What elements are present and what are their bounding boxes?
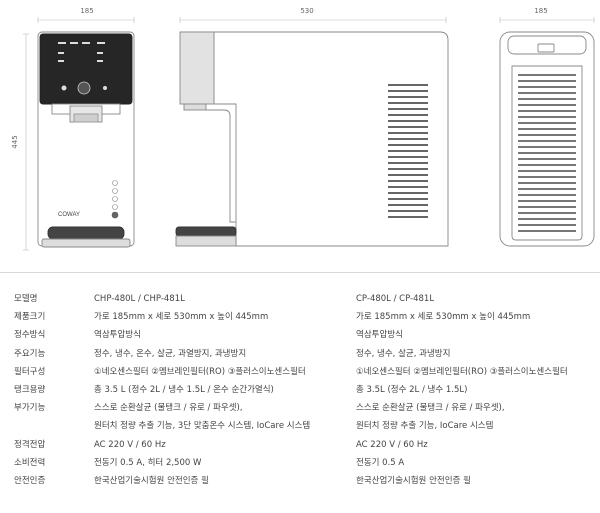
spec-value-line: 총 3.5 L (정수 2L / 냉수 1.5L / 온수 순간가열식): [94, 385, 274, 396]
spec-value-hot-model: AC 220 V / 60 Hz: [94, 436, 356, 454]
brand-logo: COWAY: [58, 212, 80, 218]
spec-value-line: 총 3.5L (정수 2L / 냉수 1.5L): [356, 385, 468, 396]
spec-value-hot-model: 정수, 냉수, 온수, 살균, 과열방지, 과냉방지: [94, 345, 356, 363]
spec-label: 필터구성: [14, 366, 46, 377]
back-width-label: 185: [534, 7, 548, 15]
spec-value-hot-model: 총 3.5 L (정수 2L / 냉수 1.5L / 온수 순간가열식): [94, 381, 356, 399]
spec-label: 탱크용량: [14, 385, 46, 396]
spec-value-line: 스스로 순환살균 (물탱크 / 유로 / 파우셋),: [94, 403, 243, 414]
front-width-label: 185: [80, 7, 94, 15]
spec-value-line: 원터치 정량 추출 기능, 3단 맞춤온수 시스템, IoCare 시스템: [94, 421, 311, 432]
spec-row: 소비전력 전동기 0.5 A, 히터 2,500 W 전동기 0.5 A: [0, 454, 600, 472]
spec-value-line: CP-480L / CP-481L: [356, 294, 435, 304]
spec-value-hot-model: 역삼투압방식: [94, 326, 356, 344]
spec-value-line: 스스로 순환살균 (물탱크 / 유로 / 파우셋),: [356, 403, 505, 414]
spec-label: 모델명: [14, 294, 38, 304]
spec-value-line: 역삼투압방식: [94, 330, 141, 341]
spec-label: 제품크기: [14, 312, 46, 323]
spec-value-line: 역삼투압방식: [356, 330, 403, 341]
spec-value-line: 원터치 정량 추출 기능, IoCare 시스템: [356, 421, 494, 432]
product-drawings: COWAY: [23, 17, 595, 251]
spec-row: 정격전압 AC 220 V / 60 Hz AC 220 V / 60 Hz: [0, 436, 600, 454]
spec-value-line: CHP-480L / CHP-481L: [94, 294, 185, 304]
spec-row: 제품크기 가로 185mm x 세로 530mm x 높이 445mm 가로 185…: [0, 308, 600, 326]
side-depth-label: 530: [300, 7, 314, 15]
spec-row: 부가기능 스스로 순환살균 (물탱크 / 유로 / 파우셋), 원터치 정량 추출 …: [0, 399, 600, 435]
spec-value-line: 가로 185mm x 세로 530mm x 높이 445mm: [94, 312, 269, 323]
front-view: [37, 31, 135, 248]
spec-value-cold-model: ①네오센스필터 ②멤브레인필터(RO) ③플러스이노센스필터: [356, 363, 600, 381]
spec-value-line: ①네오센스필터 ②멤브레인필터(RO) ③플러스이노센스필터: [94, 366, 306, 377]
spec-value-line: 정수, 냉수, 살균, 과냉방지: [356, 348, 451, 359]
spec-value-hot-model: 가로 185mm x 세로 530mm x 높이 445mm: [94, 308, 356, 326]
spec-value-line: 한국산업기술시험원 안전인증 필: [94, 476, 209, 487]
spec-row: 안전인증 한국산업기술시험원 안전인증 필 한국산업기술시험원 안전인증 필: [0, 472, 600, 490]
spec-value-hot-model: 스스로 순환살균 (물탱크 / 유로 / 파우셋), 원터치 정량 추출 기능, …: [94, 399, 356, 435]
spec-label: 소비전력: [14, 457, 46, 468]
spec-value-line: ①네오센스필터 ②멤브레인필터(RO) ③플러스이노센스필터: [356, 366, 568, 377]
spec-value-line: 전동기 0.5 A: [356, 457, 405, 468]
spec-row: 탱크용량 총 3.5 L (정수 2L / 냉수 1.5L / 온수 순간가열식)…: [0, 381, 600, 399]
spec-label: 정격전압: [14, 439, 46, 450]
spec-value-hot-model: 한국산업기술시험원 안전인증 필: [94, 472, 356, 490]
spec-value-cold-model: AC 220 V / 60 Hz: [356, 436, 600, 454]
spec-value-line: 정수, 냉수, 온수, 살균, 과열방지, 과냉방지: [94, 348, 247, 359]
spec-label: 주요기능: [14, 348, 46, 359]
spec-value-cold-model: 역삼투압방식: [356, 326, 600, 344]
spec-value-cold-model: 스스로 순환살균 (물탱크 / 유로 / 파우셋), 원터치 정량 추출 기능, …: [356, 399, 600, 435]
spec-row: 필터구성 ①네오센스필터 ②멤브레인필터(RO) ③플러스이노센스필터 ①네오센스필…: [0, 363, 600, 381]
section-divider: [0, 272, 600, 273]
spec-row: 주요기능 정수, 냉수, 온수, 살균, 과열방지, 과냉방지 정수, 냉수, 살균…: [0, 345, 600, 363]
spec-value-line: AC 220 V / 60 Hz: [94, 439, 166, 450]
spec-value-hot-model: 전동기 0.5 A, 히터 2,500 W: [94, 454, 356, 472]
side-view: [175, 31, 449, 247]
spec-value-cold-model: 가로 185mm x 세로 530mm x 높이 445mm: [356, 308, 600, 326]
spec-value-line: 한국산업기술시험원 안전인증 필: [356, 476, 471, 487]
spec-row: 모델명 CHP-480L / CHP-481L CP-480L / CP-481L: [0, 290, 600, 308]
spec-value-line: AC 220 V / 60 Hz: [356, 439, 428, 450]
spec-label: 안전인증: [14, 476, 46, 487]
spec-value-line: 가로 185mm x 세로 530mm x 높이 445mm: [356, 312, 531, 323]
spec-value-cold-model: 한국산업기술시험원 안전인증 필: [356, 472, 600, 490]
spec-value-hot-model: ①네오센스필터 ②멤브레인필터(RO) ③플러스이노센스필터: [94, 363, 356, 381]
spec-value-cold-model: 정수, 냉수, 살균, 과냉방지: [356, 345, 600, 363]
spec-value-hot-model: CHP-480L / CHP-481L: [94, 290, 356, 308]
spec-label: 정수방식: [14, 330, 46, 341]
spec-value-cold-model: 전동기 0.5 A: [356, 454, 600, 472]
spec-value-line: 전동기 0.5 A, 히터 2,500 W: [94, 457, 202, 468]
spec-table: 모델명 CHP-480L / CHP-481L CP-480L / CP-481L 제…: [0, 290, 600, 490]
spec-row: 정수방식 역삼투압방식 역삼투압방식: [0, 326, 600, 344]
spec-value-cold-model: CP-480L / CP-481L: [356, 290, 600, 308]
spec-label: 부가기능: [14, 403, 46, 414]
spec-value-cold-model: 총 3.5L (정수 2L / 냉수 1.5L): [356, 381, 600, 399]
